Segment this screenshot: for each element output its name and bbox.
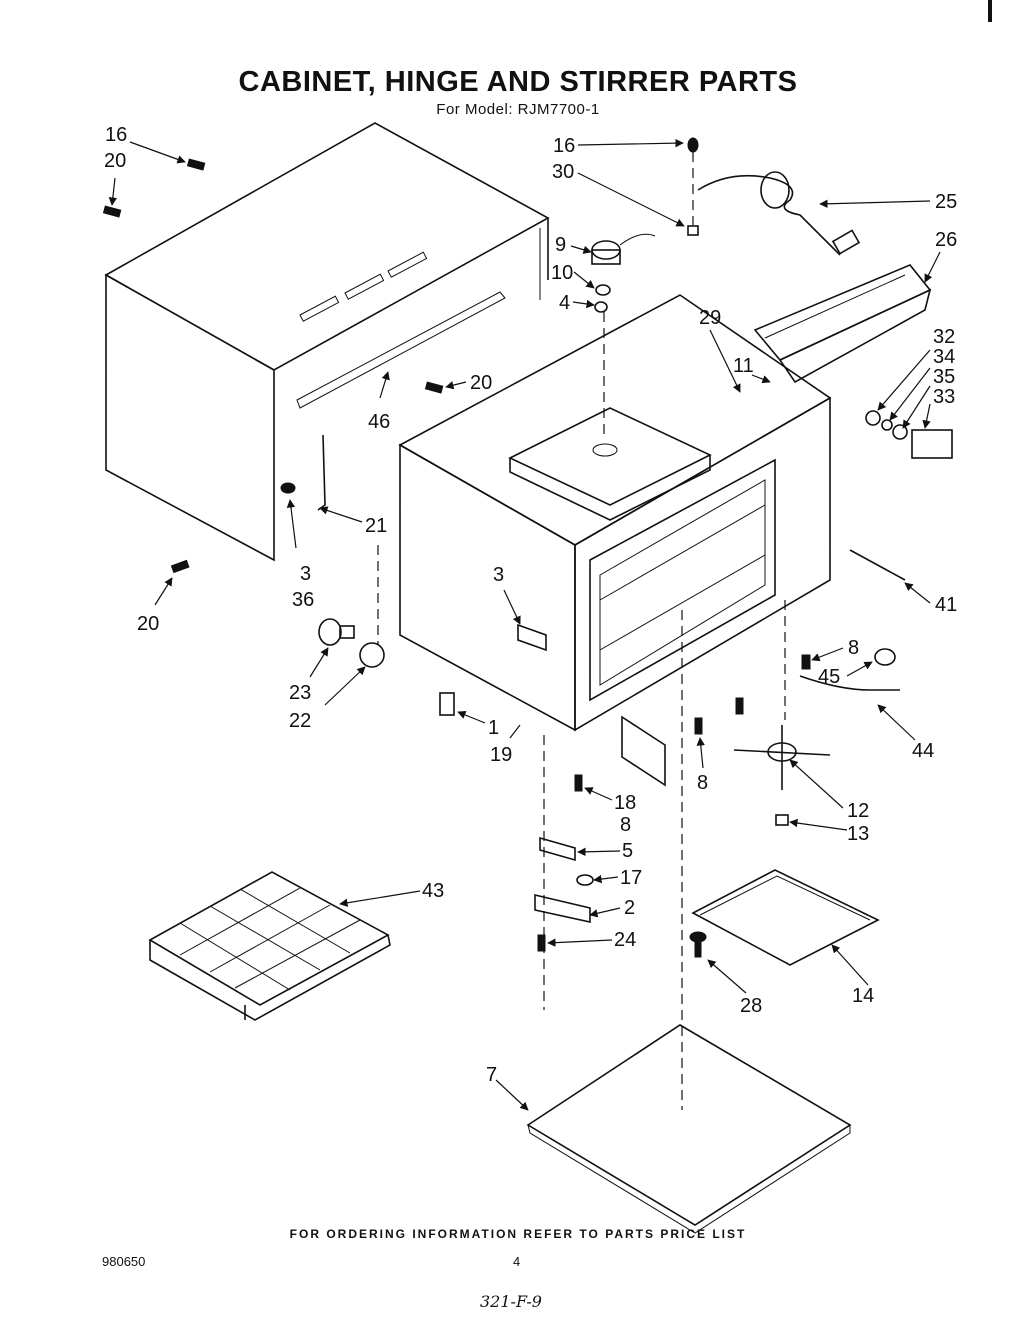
bracket-3: [517, 623, 547, 652]
callout-2: 2: [624, 897, 635, 919]
callout-7: 7: [486, 1064, 497, 1086]
switch-assembly: [865, 410, 953, 459]
callout-30: 30: [552, 161, 574, 183]
callout-14: 14: [852, 985, 874, 1007]
callout-20-bottom-left: 20: [137, 613, 159, 635]
callout-26: 26: [935, 229, 957, 251]
callout-labels: 16 20 16 30 25 26 9 10 4 29 11 32 34 35 …: [104, 124, 957, 1086]
callout-20-mid: 20: [470, 372, 492, 394]
ordering-note: FOR ORDERING INFORMATION REFER TO PARTS …: [289, 1227, 747, 1241]
callout-8-lower: 8: [620, 814, 631, 836]
callout-25: 25: [935, 191, 957, 213]
sensor-harness-44: [799, 648, 900, 691]
lamp-bulb-23: [318, 618, 355, 646]
callout-28: 28: [740, 995, 762, 1017]
callout-46: 46: [368, 411, 390, 433]
callout-23: 23: [289, 682, 311, 704]
foot-19: [439, 692, 455, 716]
screw-20-mid: [424, 381, 444, 394]
power-cord: [687, 137, 861, 256]
stirrer-motor: [591, 233, 656, 313]
callout-45: 45: [818, 666, 840, 688]
callout-1: 1: [488, 717, 499, 739]
vent-cover-26: [753, 264, 932, 384]
lamp-lens-22: [359, 642, 385, 668]
callout-16-top: 16: [553, 135, 575, 157]
callout-34: 34: [933, 346, 955, 368]
callout-17: 17: [620, 867, 642, 889]
access-plate: [621, 715, 666, 787]
handwritten-note: 321-F-9: [480, 1292, 542, 1311]
oven-cavity: [398, 294, 832, 732]
screw-24: [537, 934, 546, 952]
washer-17: [576, 874, 594, 886]
hinge-plate-21: [280, 434, 326, 511]
callout-16-left: 16: [105, 124, 127, 146]
stirrer-blade: [733, 725, 831, 826]
callout-8-center: 8: [697, 772, 708, 794]
screw-18: [574, 774, 583, 792]
screw-20-top-left: [102, 205, 122, 218]
hinge-2: [534, 893, 591, 923]
screw-28: [689, 931, 707, 958]
screw-16-left: [186, 158, 206, 171]
callout-44: 44: [912, 740, 934, 762]
screw-20-bottom-left: [170, 559, 190, 574]
screw-8-center: [694, 697, 744, 735]
bottom-plate-7: [526, 1024, 852, 1234]
document-code: 980650: [102, 1254, 146, 1269]
alignment-lines: [377, 152, 786, 1110]
callout-8-right: 8: [848, 637, 859, 659]
margin-mark: [988, 0, 992, 22]
outer-cabinet: [104, 122, 550, 562]
callout-33: 33: [933, 386, 955, 408]
callout-35: 35: [933, 366, 955, 388]
callout-24: 24: [614, 929, 636, 951]
callout-5: 5: [622, 840, 633, 862]
callout-12: 12: [847, 800, 869, 822]
diagram-title: CABINET, HINGE AND STIRRER PARTS: [238, 66, 798, 98]
callout-32: 32: [933, 326, 955, 348]
callout-10: 10: [551, 262, 573, 284]
callout-11: 11: [733, 355, 754, 377]
rod-41: [849, 549, 906, 581]
hinge-plate-5: [539, 836, 576, 862]
callout-3-left: 3: [300, 563, 311, 585]
callout-4: 4: [559, 292, 570, 314]
callout-29: 29: [699, 307, 721, 329]
callout-13: 13: [847, 823, 869, 845]
model-subtitle: For Model: RJM7700-1: [436, 101, 600, 118]
glass-tray-14: [691, 869, 880, 966]
callout-18: 18: [614, 792, 636, 814]
page-number: 4: [513, 1254, 521, 1269]
callout-41: 41: [935, 594, 957, 616]
callout-3-center: 3: [493, 564, 504, 586]
oven-rack-43: [148, 871, 391, 1021]
callout-20-top-left: 20: [104, 150, 126, 172]
leader-lines: [108, 138, 941, 1111]
callout-43: 43: [422, 880, 444, 902]
callout-22: 22: [289, 710, 311, 732]
callout-9: 9: [555, 234, 566, 256]
callout-19: 19: [490, 744, 512, 766]
callout-21: 21: [365, 515, 387, 537]
callout-36: 36: [292, 589, 314, 611]
